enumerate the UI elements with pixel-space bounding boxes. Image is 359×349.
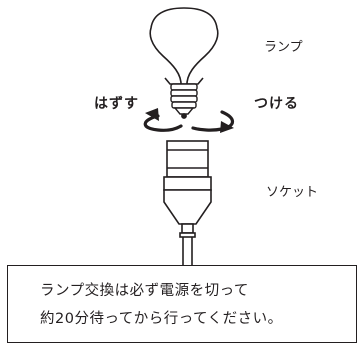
socket-label: ソケット — [266, 185, 319, 200]
lamp-bulb — [149, 7, 219, 87]
remove-arrow — [143, 108, 183, 132]
notice-line-1: ランプ交換は必ず電源を切って — [40, 283, 249, 299]
attach-label: つける — [254, 96, 299, 112]
lamp-label: ランプ — [264, 40, 303, 55]
notice-line-2: 約20分待ってから行ってください。 — [40, 311, 283, 327]
notice-box: ランプ交換は必ず電源を切って 約20分待ってから行ってください。 — [7, 265, 357, 343]
attach-arrow — [191, 110, 235, 133]
remove-label: はずす — [94, 96, 139, 112]
socket — [163, 140, 212, 238]
lamp-screw-base — [170, 83, 198, 119]
